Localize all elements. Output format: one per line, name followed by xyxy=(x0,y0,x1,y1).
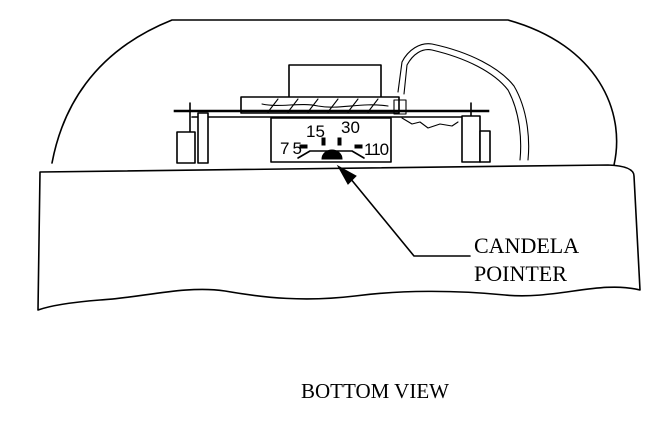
top-block xyxy=(288,64,382,100)
view-title: BOTTOM VIEW xyxy=(301,379,449,403)
right-bracket xyxy=(461,115,481,163)
left-bracket xyxy=(176,131,196,164)
base-housing xyxy=(37,164,641,311)
left-frame xyxy=(197,112,209,164)
hatch-region xyxy=(401,117,459,129)
wire-clip xyxy=(393,99,407,115)
dial-window xyxy=(270,117,392,163)
callout-label-line-1: CANDELA xyxy=(474,233,579,258)
cable-inner xyxy=(403,49,522,161)
right-bracket-foot xyxy=(479,130,491,163)
coil-platform xyxy=(240,96,400,114)
dial-label-110: 110 xyxy=(364,140,389,159)
dial-ticks xyxy=(299,137,363,149)
dial-label-75: 75 xyxy=(280,139,305,158)
candela-pointer-marker xyxy=(321,149,343,160)
cable xyxy=(397,43,530,161)
dial-label-30: 30 xyxy=(341,118,360,137)
callout-label-line-2: POINTER xyxy=(474,261,567,286)
dome-outline xyxy=(51,19,618,166)
dial-label-15: 15 xyxy=(306,122,325,141)
leader-line xyxy=(349,177,471,257)
